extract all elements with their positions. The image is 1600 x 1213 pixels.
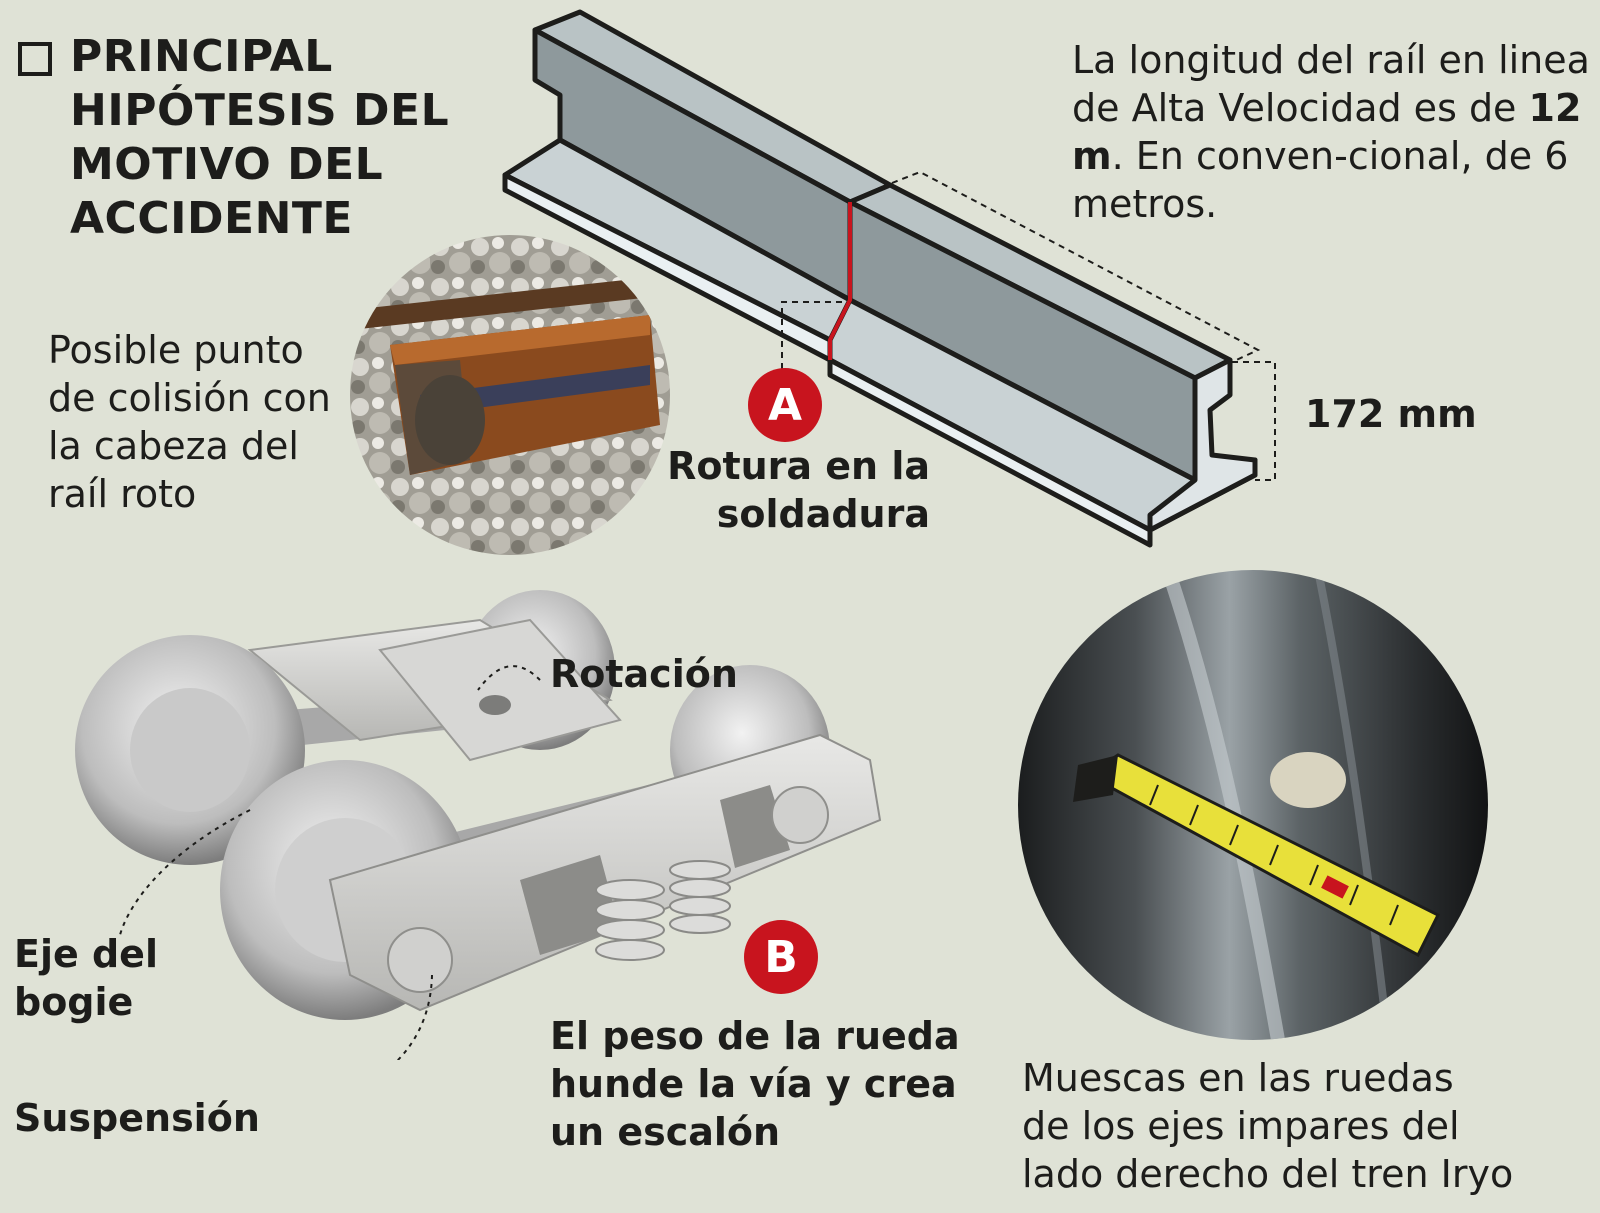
title-line-4: ACCIDENTE — [70, 193, 353, 244]
wheel-notch-photo — [1018, 570, 1488, 1040]
broken-rail-photo — [350, 235, 670, 555]
page-title: PRINCIPAL HIPÓTESIS DEL MOTIVO DEL ACCID… — [70, 30, 490, 246]
marker-a-icon: A — [748, 368, 822, 442]
title-checkbox-icon — [18, 42, 52, 76]
marker-b-icon: B — [744, 920, 818, 994]
rail-illustration — [502, 9, 1276, 548]
hs-rail-length: 12 m — [1072, 86, 1582, 178]
photo2-caption: Muescas en las ruedas de los ejes impare… — [1022, 1056, 1514, 1196]
marker-a-label: Rotura en la soldadura — [667, 444, 930, 536]
photo1-caption: Posible punto de colisión con la cabeza … — [48, 328, 331, 516]
suspension-label: Suspensión — [14, 1096, 260, 1140]
rail-height-label: 172 mm — [1305, 392, 1477, 436]
title-line-2: HIPÓTESIS DEL — [70, 85, 450, 136]
title-line-1: PRINCIPAL — [70, 31, 333, 82]
rail-length-note: La longitud del raíl en linea de Alta Ve… — [1072, 38, 1590, 226]
bogie-illustration — [75, 590, 882, 1060]
title-line-3: MOTIVO DEL — [70, 139, 384, 190]
marker-b-label: El peso de la rueda hunde la vía y crea … — [550, 1014, 960, 1154]
axle-label: Eje del bogie — [14, 932, 158, 1024]
rotation-label: Rotación — [550, 652, 738, 696]
